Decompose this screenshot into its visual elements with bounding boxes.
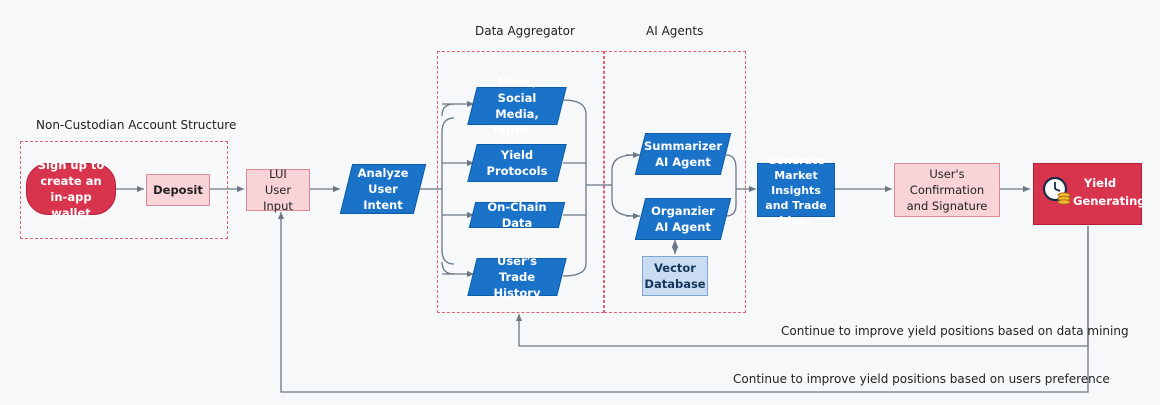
deposit-node: Deposit	[146, 174, 210, 206]
yield-protocols-node: Yield Protocols	[467, 144, 567, 182]
trade-history-label: User's Trade History	[493, 254, 541, 300]
yield-protocols-label: Yield Protocols	[486, 148, 548, 178]
signup-node: Sign up to create an in-app wallet	[26, 158, 116, 220]
organizer-label: Organzier AI Agent	[651, 204, 715, 234]
account-structure-label: Non-Custodian Account Structure	[36, 118, 237, 132]
insights-node: Generate Market Insights and Trade Ideas	[757, 154, 835, 227]
vector-db-node: Vector Database	[642, 256, 708, 296]
data-aggregator-group	[437, 51, 604, 313]
onchain-label: On-Chain Data	[487, 200, 547, 230]
ai-agents-group	[604, 51, 746, 313]
feedback-user-pref-label: Continue to improve yield positions base…	[733, 372, 1110, 386]
yield-generating-node: Yield Generating	[1033, 163, 1146, 225]
ai-agents-label: AI Agents	[646, 24, 704, 38]
analyze-intent-node: Analyze User Intent	[339, 164, 427, 214]
analyze-intent-label: Analyze User Intent	[357, 166, 409, 212]
news-label: News, Social Media, Yapps...	[491, 75, 543, 137]
confirmation-node: User's Confirmation and Signature	[894, 163, 1000, 217]
organizer-node: Organzier AI Agent	[634, 198, 732, 240]
news-node: News, Social Media, Yapps...	[467, 75, 567, 137]
data-aggregator-label: Data Aggregator	[475, 24, 575, 38]
onchain-node: On-Chain Data	[468, 200, 566, 230]
summarizer-node: Summarizer AI Agent	[634, 133, 732, 175]
trade-history-node: User's Trade History	[467, 254, 567, 300]
account-structure-group	[20, 141, 228, 239]
summarizer-label: Summarizer AI Agent	[644, 139, 722, 169]
feedback-data-mining-label: Continue to improve yield positions base…	[781, 324, 1129, 338]
clock-coins-icon	[1042, 176, 1071, 205]
lui-node: LUI User Input	[246, 167, 310, 213]
yield-generating-label: Yield Generating	[1073, 176, 1146, 208]
